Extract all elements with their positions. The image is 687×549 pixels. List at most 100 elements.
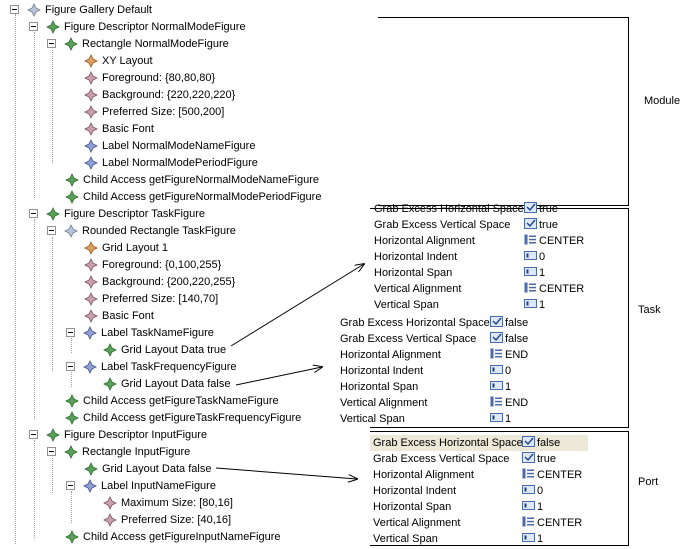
- tree-label: XY Layout: [102, 55, 153, 67]
- tree-guide: [52, 50, 53, 163]
- tree-label: Background: {220,220,220}: [102, 89, 236, 101]
- collapse-toggle[interactable]: [66, 481, 75, 490]
- tree-label: Foreground: {80,80,80}: [102, 72, 216, 84]
- tree-guide: [52, 237, 53, 371]
- property-value: CENTER: [539, 235, 585, 247]
- property-key: Horizontal Span: [374, 267, 453, 279]
- tree-label: Rectangle InputFigure: [82, 446, 191, 458]
- property-value: true: [537, 453, 556, 465]
- tree-label: Figure Descriptor TaskFigure: [64, 208, 206, 220]
- arrow-task-false: [235, 367, 322, 386]
- collapse-toggle[interactable]: [29, 430, 38, 439]
- tree-guide: [34, 32, 35, 198]
- property-key: Grab Excess Vertical Space: [373, 453, 510, 465]
- collapse-toggle[interactable]: [29, 209, 38, 218]
- tree-label: Grid Layout Data false: [102, 463, 212, 475]
- property-key: Horizontal Indent: [340, 365, 424, 377]
- collapse-toggle[interactable]: [29, 22, 38, 31]
- property-value: CENTER: [537, 517, 583, 529]
- property-value: true: [539, 219, 558, 231]
- tree-guide: [71, 491, 72, 523]
- tree-label: Basic Font: [102, 310, 154, 322]
- property-value: true: [539, 203, 558, 215]
- property-key: Horizontal Alignment: [374, 235, 475, 247]
- property-key: Vertical Alignment: [374, 283, 462, 295]
- tree-label: Grid Layout Data true: [121, 344, 227, 356]
- tree-guide: [34, 440, 35, 538]
- property-value: END: [505, 349, 529, 361]
- tree-guide: [52, 458, 53, 493]
- property-value: CENTER: [539, 283, 585, 295]
- property-key: Horizontal Span: [340, 381, 419, 393]
- tree-label: Label TaskNameFigure: [101, 327, 214, 339]
- module-box: [378, 17, 629, 206]
- property-key: Vertical Span: [374, 299, 439, 311]
- property-key: Vertical Alignment: [340, 397, 428, 409]
- tree-label: Rounded Rectangle TaskFigure: [82, 225, 236, 237]
- tree-label: Child Access getFigureTaskNameFigure: [83, 395, 279, 407]
- collapse-toggle[interactable]: [10, 5, 19, 14]
- property-value: 0: [505, 365, 512, 377]
- tree-label: Figure Descriptor InputFigure: [64, 429, 208, 441]
- property-key: Grab Excess Vertical Space: [340, 333, 477, 345]
- property-key: Grab Excess Horizontal Space: [374, 203, 524, 215]
- property-value: false: [537, 437, 561, 449]
- property-value: 1: [539, 267, 546, 279]
- property-key: Grab Excess Horizontal Space: [340, 317, 490, 329]
- property-key: Horizontal Alignment: [340, 349, 441, 361]
- task-box: [370, 208, 629, 428]
- tree-label: Maximum Size: [80,16]: [121, 497, 233, 509]
- property-value: 1: [539, 299, 546, 311]
- tree-label: Grid Layout 1: [102, 242, 169, 254]
- property-key: Horizontal Indent: [373, 485, 457, 497]
- tree-label: Preferred Size: [500,200]: [102, 106, 225, 118]
- property-key: Vertical Alignment: [373, 517, 461, 529]
- port-box: [370, 431, 629, 546]
- property-key: Horizontal Indent: [374, 251, 458, 263]
- module-box-label: Module: [644, 95, 681, 107]
- tree-guide: [15, 14, 16, 544]
- property-key: Grab Excess Vertical Space: [374, 219, 511, 231]
- tree-label: Figure Gallery Default: [45, 4, 152, 16]
- property-key: Vertical Span: [340, 413, 405, 425]
- tree-label: Child Access getFigureNormalModePeriodFi…: [83, 191, 322, 203]
- tree-label: Grid Layout Data false: [121, 378, 231, 390]
- tree-label: Child Access getFigureNormalModeNameFigu…: [83, 174, 319, 186]
- property-value: 1: [505, 381, 512, 393]
- collapse-toggle[interactable]: [66, 328, 75, 337]
- collapse-toggle[interactable]: [47, 226, 56, 235]
- tree-label: Rectangle NormalModeFigure: [82, 38, 229, 50]
- tree-label: Preferred Size: [140,70]: [102, 293, 219, 305]
- property-value: 1: [537, 533, 544, 545]
- tree-label: Label NormalModeNameFigure: [102, 140, 256, 152]
- collapse-toggle[interactable]: [47, 447, 56, 456]
- property-key: Grab Excess Horizontal Space: [373, 437, 523, 449]
- property-key: Horizontal Span: [373, 501, 452, 513]
- port-box-label: Port: [638, 476, 659, 488]
- tree-label: Label NormalModePeriodFigure: [102, 157, 258, 169]
- tree-label: Child Access getFigureInputNameFigure: [83, 531, 281, 543]
- tree-label: Preferred Size: [40,16]: [121, 514, 232, 526]
- collapse-toggle[interactable]: [47, 39, 56, 48]
- property-value: END: [505, 397, 529, 409]
- property-value: false: [505, 333, 529, 345]
- property-value: 1: [537, 501, 544, 513]
- property-value: 0: [537, 485, 544, 497]
- tree-guide: [71, 372, 72, 387]
- tree-label: Background: {200,220,255}: [102, 276, 236, 288]
- tree-guide: [34, 219, 35, 419]
- tree-label: Label TaskFrequencyFigure: [101, 361, 237, 373]
- collapse-toggle[interactable]: [66, 362, 75, 371]
- tree-guide: [71, 338, 72, 353]
- arrow-port: [215, 467, 357, 479]
- tree-label: Figure Descriptor NormalModeFigure: [64, 21, 246, 33]
- property-key: Horizontal Alignment: [373, 469, 474, 481]
- tree-label: Label InputNameFigure: [101, 480, 216, 492]
- tree-label: Foreground: {0,100,255}: [102, 259, 222, 271]
- property-value: 0: [539, 251, 546, 263]
- property-row[interactable]: Grab Excess Horizontal Space false: [370, 435, 588, 451]
- property-value: 1: [505, 413, 512, 425]
- tree-label: Basic Font: [102, 123, 154, 135]
